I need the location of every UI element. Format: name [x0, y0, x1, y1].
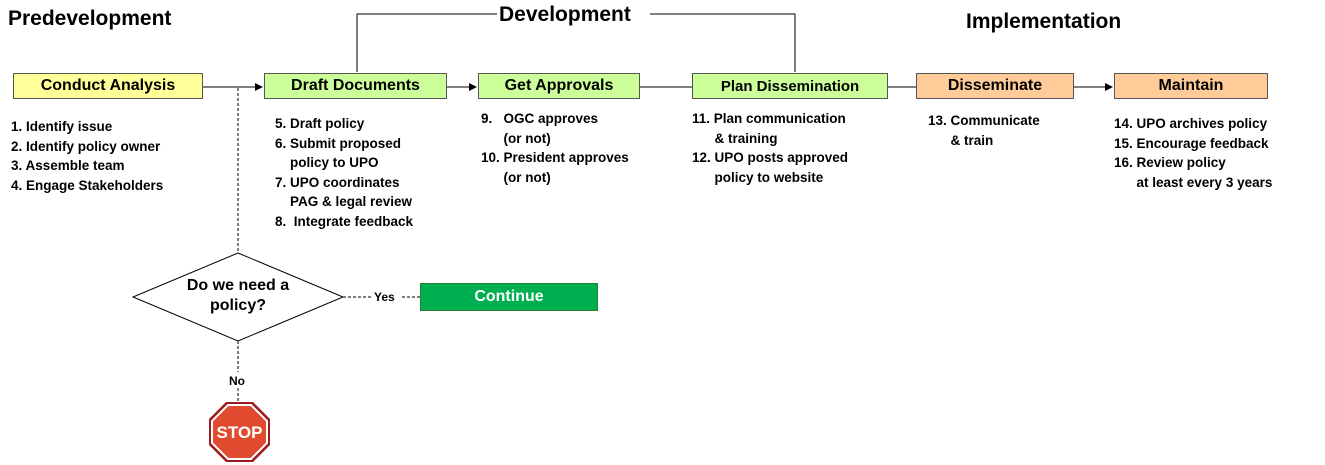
- steps-analysis: 1. Identify issue 2. Identify policy own…: [11, 117, 163, 195]
- stage-maintain: Maintain: [1114, 73, 1268, 99]
- step-item: & training: [692, 130, 778, 146]
- step-item: 6. Submit proposed: [275, 135, 402, 151]
- step-item: 3. Assemble team: [11, 158, 125, 173]
- stage-conduct-analysis: Conduct Analysis: [13, 73, 203, 99]
- step-item: at least every 3 years: [1114, 174, 1273, 190]
- steps-plan-dissemination: 11. Plan communication & training 12. UP…: [692, 109, 848, 187]
- stage-disseminate: Disseminate: [916, 73, 1074, 99]
- step-item: 16. Review policy: [1114, 155, 1226, 170]
- yes-label: Yes: [374, 290, 395, 304]
- step-item: (or not): [481, 169, 551, 185]
- decision-question: Do we need a policy?: [163, 276, 313, 316]
- stage-get-approvals: Get Approvals: [478, 73, 640, 99]
- step-item: 15. Encourage feedback: [1114, 135, 1269, 151]
- step-item: policy to website: [692, 169, 824, 185]
- step-item: PAG & legal review: [275, 194, 413, 209]
- phase-implementation: Implementation: [966, 10, 1122, 33]
- step-item: 10. President approves: [481, 150, 629, 165]
- step-item: 13. Communicate: [928, 113, 1040, 128]
- steps-disseminate: 13. Communicate & train: [928, 111, 1040, 150]
- decision-question-line2: policy?: [209, 297, 266, 314]
- step-item: 7. UPO coordinates: [275, 174, 400, 190]
- development-bracket: [356, 13, 796, 72]
- continue-box: Continue: [420, 283, 598, 311]
- step-item: 8. Integrate feedback: [275, 213, 414, 229]
- steps-draft: 5. Draft policy 6. Submit proposed polic…: [275, 114, 413, 231]
- step-item: policy to UPO: [275, 155, 379, 170]
- decision-question-line1: Do we need a: [186, 277, 290, 294]
- steps-approvals: 9. OGC approves (or not) 10. President a…: [481, 109, 629, 187]
- step-item: 1. Identify issue: [11, 119, 113, 134]
- step-item: 2. Identify policy owner: [11, 138, 161, 154]
- step-item: 5. Draft policy: [275, 116, 365, 131]
- stage-draft-documents: Draft Documents: [264, 73, 447, 99]
- phase-predevelopment: Predevelopment: [8, 7, 172, 30]
- stage-plan-dissemination: Plan Dissemination: [692, 73, 888, 99]
- phase-development: Development: [499, 3, 631, 26]
- stop-sign-icon: STOP: [209, 402, 270, 462]
- steps-maintain: 14. UPO archives policy 15. Encourage fe…: [1114, 114, 1272, 192]
- step-item: (or not): [481, 130, 551, 146]
- step-item: 11. Plan communication: [692, 111, 846, 126]
- step-item: 14. UPO archives policy: [1114, 116, 1268, 131]
- step-item: & train: [928, 132, 994, 148]
- step-item: 12. UPO posts approved: [692, 150, 849, 165]
- stop-label: STOP: [217, 423, 263, 442]
- step-item: 4. Engage Stakeholders: [11, 177, 164, 193]
- no-label: No: [229, 374, 245, 388]
- step-item: 9. OGC approves: [481, 111, 599, 126]
